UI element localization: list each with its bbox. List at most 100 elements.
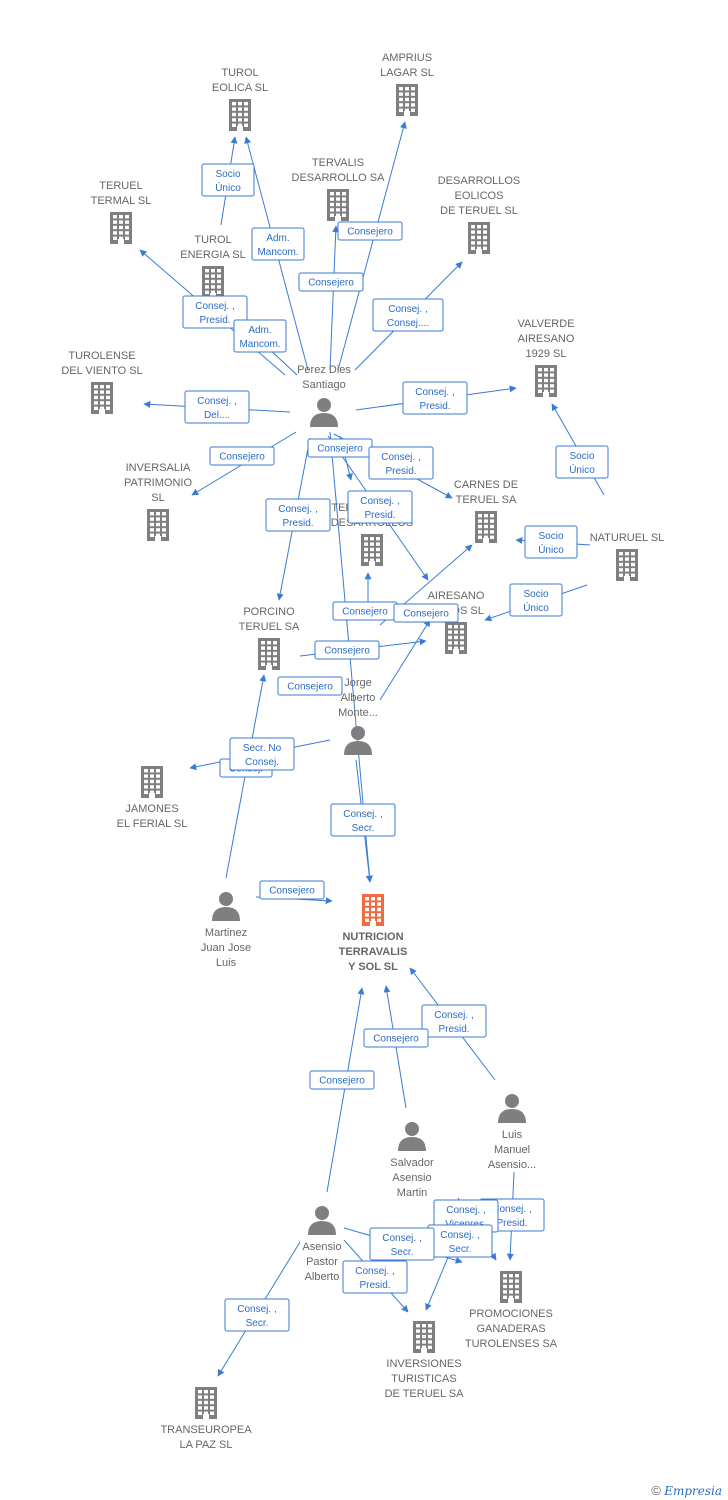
edge-label-text: Único xyxy=(215,181,241,194)
edge-label-e32[interactable]: Consej. ,Secr. xyxy=(369,1227,435,1261)
person-node-luis[interactable]: LuisManuelAsensio... xyxy=(488,1094,536,1171)
edge-label-e34[interactable]: Consej. ,Secr. xyxy=(224,1298,290,1332)
node-label: INVERSIONES xyxy=(386,1358,461,1370)
edge-label-text: Presid. xyxy=(496,1218,527,1229)
person-node-jorge[interactable]: JorgeAlbertoMonte... xyxy=(338,677,378,755)
edge-label-e8[interactable]: Consej. ,Del.... xyxy=(184,390,250,424)
node-label: AIRESANO xyxy=(518,333,575,345)
edge-label-e25[interactable]: Consejero xyxy=(259,880,325,900)
company-node-naturuel[interactable]: NATURUEL SL xyxy=(590,532,665,581)
building-icon xyxy=(396,84,418,116)
node-label: Martin xyxy=(397,1187,428,1199)
node-label: Salvador xyxy=(390,1157,434,1169)
edge-labels-layer: SocioÚnicoAdm.Mancom.ConsejeroConsejeroC… xyxy=(182,163,609,1332)
edge-label-text: Presid. xyxy=(282,518,313,529)
edge-label-text: Presid. xyxy=(359,1280,390,1291)
node-label: TUROLENSE xyxy=(68,350,135,362)
edge-label-e11[interactable]: Consejero xyxy=(307,438,373,458)
node-label: TUROL xyxy=(221,67,258,79)
edge-label-e24[interactable]: Consej. ,Secr. xyxy=(330,803,396,837)
edge-label-e27[interactable]: Consejero xyxy=(363,1028,429,1048)
edge-label-text: Del.... xyxy=(204,410,230,421)
edge-label-text: Consej. , xyxy=(440,1230,479,1241)
node-label: Monte... xyxy=(338,707,378,719)
node-label: EOLICA SL xyxy=(212,82,268,94)
edge-label-text: Socio xyxy=(215,169,240,180)
copyright-symbol: © xyxy=(651,1483,661,1498)
edge-label-text: Adm. xyxy=(266,233,289,244)
building-icon xyxy=(91,382,113,414)
edge-label-text: Consejero xyxy=(269,886,315,897)
edge-label-e5[interactable]: Consej. ,Consej.... xyxy=(372,298,444,332)
node-label: ENERGIA SL xyxy=(180,249,245,261)
edge-label-text: Presid. xyxy=(419,401,450,412)
building-icon xyxy=(202,266,224,298)
node-label: Santiago xyxy=(302,379,345,391)
node-label: TUROLENSES SA xyxy=(465,1338,558,1350)
node-label: Perez Dies xyxy=(297,364,351,376)
edge-label-text: Consej. , xyxy=(492,1204,531,1215)
edge-label-e21[interactable]: Consejero xyxy=(277,676,343,696)
node-label: INVERSALIA xyxy=(126,462,191,474)
edge-label-e10[interactable]: Consejero xyxy=(209,446,275,466)
node-label: TERUEL xyxy=(99,180,142,192)
edge-label-text: Consejero xyxy=(324,646,370,657)
edge-label-e26[interactable]: Consej. ,Presid. xyxy=(421,1004,487,1038)
brand-logo-text[interactable]: Empresia xyxy=(664,1484,722,1498)
edge-label-e31[interactable]: Consej. ,Secr. xyxy=(427,1224,493,1258)
edge-label-e33[interactable]: Consej. ,Presid. xyxy=(342,1260,408,1294)
edge-label-e13[interactable]: Consej. ,Presid. xyxy=(347,490,413,524)
edge-label-e28[interactable]: Consejero xyxy=(309,1070,375,1090)
person-icon xyxy=(344,726,372,755)
company-node-turol_eolica[interactable]: TUROL EOLICA SL xyxy=(212,67,268,131)
edge-label-e4[interactable]: Consejero xyxy=(337,221,403,241)
edge-line-e28 xyxy=(326,987,365,1193)
building-icon xyxy=(110,212,132,244)
edge-label-e12[interactable]: Consej. ,Presid. xyxy=(368,446,434,480)
edge-label-text: Secr. xyxy=(391,1247,414,1258)
edge-label-text: Consej. , xyxy=(343,809,382,820)
edge-label-text: Socio xyxy=(523,589,548,600)
edge-label-text: Secr. No xyxy=(243,743,282,754)
edge-label-e20[interactable]: Consejero xyxy=(314,640,380,660)
building-icon xyxy=(258,638,280,670)
edge-label-text: Consej. , xyxy=(446,1205,485,1216)
edge-label-e19[interactable]: Consejero xyxy=(393,603,459,623)
edge-label-e18[interactable]: Consejero xyxy=(332,601,398,621)
edge-label-e6[interactable]: Consej. ,Presid. xyxy=(182,295,248,329)
edge-label-e3[interactable]: Consejero xyxy=(298,272,364,292)
node-label: PORCINO xyxy=(243,606,295,618)
person-icon xyxy=(308,1206,336,1235)
edge-label-e14[interactable]: Consej. ,Presid. xyxy=(265,498,331,532)
edge-label-e2[interactable]: Adm.Mancom. xyxy=(251,227,305,261)
edge-label-e7[interactable]: Adm.Mancom. xyxy=(233,319,287,353)
node-label: EL FERIAL SL xyxy=(117,818,188,830)
edge-label-e9[interactable]: Consej. ,Presid. xyxy=(402,381,468,415)
building-icon xyxy=(141,766,163,798)
